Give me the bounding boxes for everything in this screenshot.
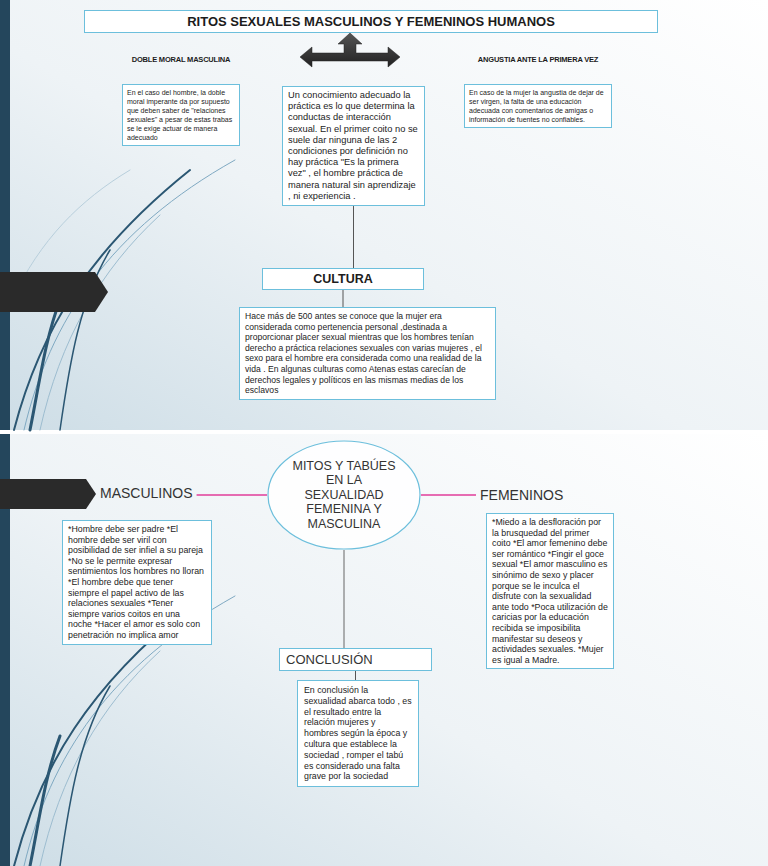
label-box: CULTURA bbox=[262, 268, 424, 290]
box-text: RITOS SEXUALES MASCULINOS Y FEMENINOS HU… bbox=[84, 10, 658, 33]
box-heading: FEMENINOS bbox=[480, 487, 563, 503]
note-box: ANGUSTIA ANTE LA PRIMERA VEZ En caso de l… bbox=[464, 55, 612, 128]
box-text: *Hombre debe ser padre *El hombre debe s… bbox=[62, 520, 212, 645]
connector-line bbox=[343, 290, 344, 307]
box-text: Un conocimiento adecuado la práctica es … bbox=[282, 86, 425, 206]
box-text: *Miedo a la desfloración por la brusqued… bbox=[486, 513, 614, 669]
connector-line bbox=[355, 671, 356, 680]
label-box: CONCLUSIÓN bbox=[279, 648, 432, 671]
box-text: MITOS Y TABÚES EN LA SEXUALIDAD FEMENINA… bbox=[292, 459, 396, 532]
list-box: MASCULINOS *Hombre debe ser padre *El hom… bbox=[62, 484, 212, 645]
connector-line bbox=[353, 206, 354, 268]
box-text: Hace más de 500 antes se conoce que la m… bbox=[239, 307, 496, 400]
box-heading: MASCULINOS bbox=[100, 485, 193, 501]
box-text: CULTURA bbox=[262, 268, 424, 290]
box-heading: DOBLE MORAL MASCULINA bbox=[122, 55, 240, 64]
box-text: En el caso del hombre, la doble moral im… bbox=[122, 84, 240, 146]
text-box: Hace más de 500 antes se conoce que la m… bbox=[239, 307, 496, 400]
box-text: CONCLUSIÓN bbox=[279, 648, 432, 671]
connector-line bbox=[344, 550, 345, 648]
title-box: RITOS SEXUALES MASCULINOS Y FEMENINOS HU… bbox=[84, 10, 658, 33]
box-heading: ANGUSTIA ANTE LA PRIMERA VEZ bbox=[464, 55, 612, 64]
box-text: En caso de la mujer la angustia de dejar… bbox=[464, 84, 612, 128]
connector-line bbox=[421, 494, 476, 495]
text-box: En conclusión la sexualidad abarca todo … bbox=[297, 680, 419, 787]
central-ellipse: MITOS Y TABÚES EN LA SEXUALIDAD FEMENINA… bbox=[267, 440, 421, 550]
note-box: DOBLE MORAL MASCULINA En el caso del homb… bbox=[122, 55, 240, 146]
process-box: Un conocimiento adecuado la práctica es … bbox=[282, 86, 425, 206]
box-text: En conclusión la sexualidad abarca todo … bbox=[297, 680, 419, 787]
list-box: FEMENINOS *Miedo a la desfloración por la… bbox=[478, 486, 614, 669]
connector-line bbox=[197, 494, 267, 495]
